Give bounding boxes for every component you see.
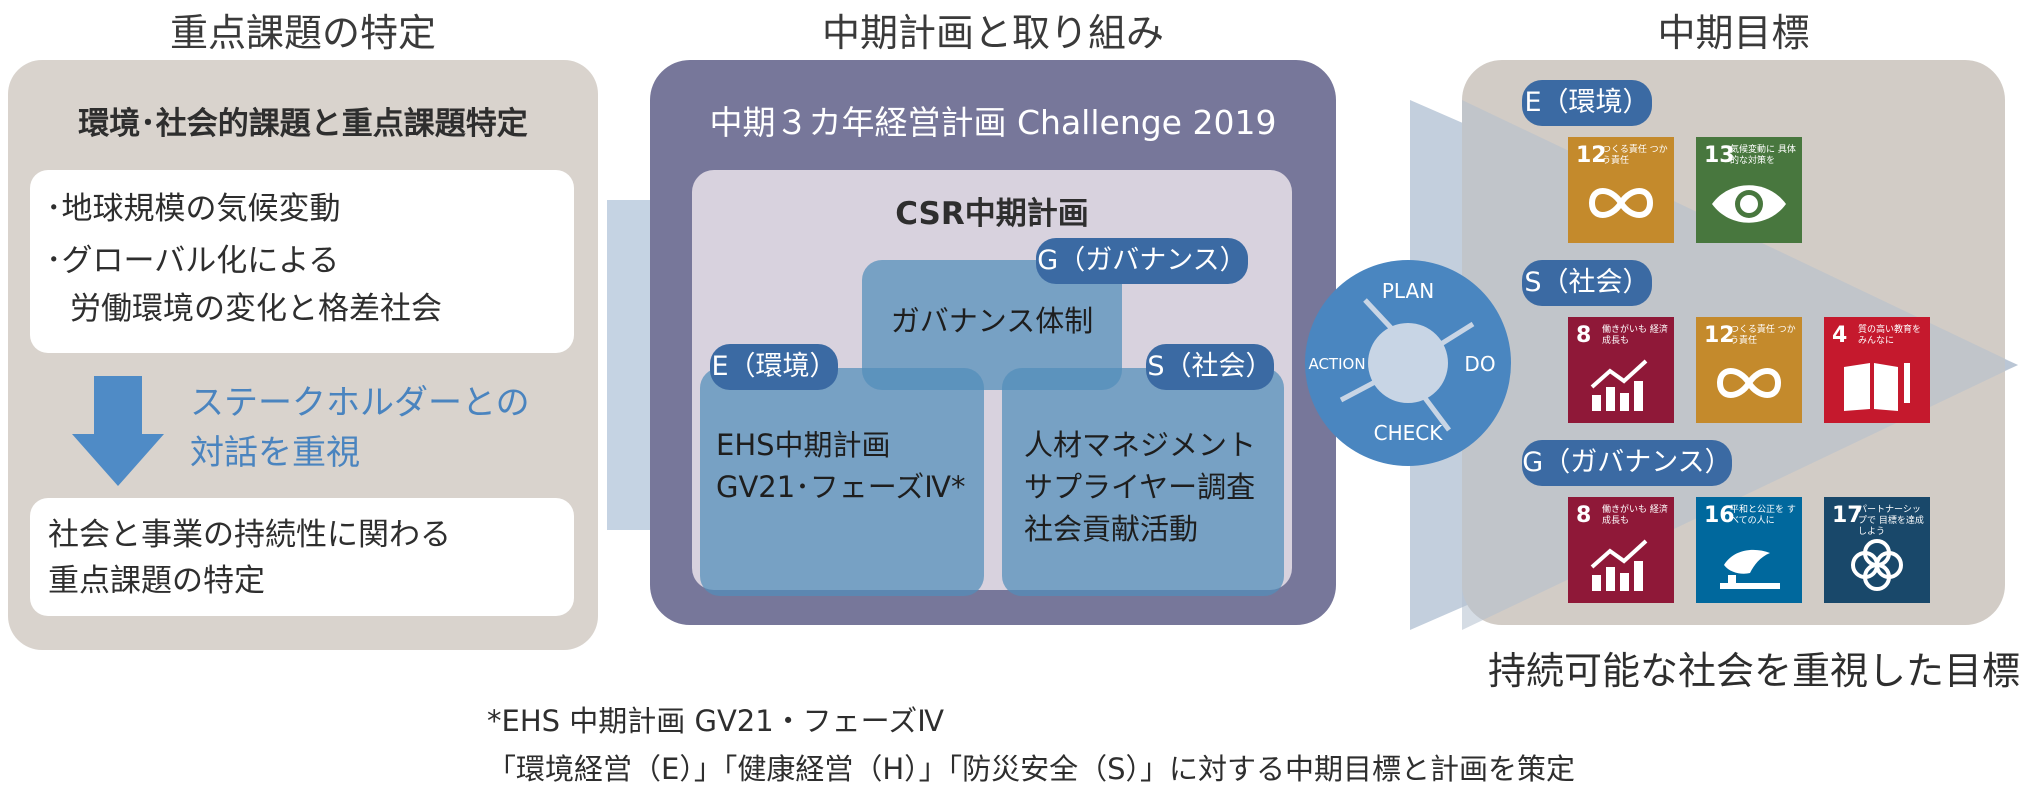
social-block bbox=[1002, 368, 1284, 596]
environment-label: E（環境） bbox=[710, 344, 838, 390]
sdg-caption: つくる責任 つかう責任 bbox=[1730, 325, 1796, 346]
pdca-cycle-icon: PLAN DO CHECK ACTION bbox=[1305, 260, 1511, 466]
title-left: 重点課題の特定 bbox=[169, 11, 436, 55]
sdg-number: 12 bbox=[1704, 323, 1735, 348]
footnote-line-1: *EHS 中期計画 GV21・フェーズⅣ bbox=[487, 704, 944, 738]
sdg-13-tile: 13 気候変動に 具体的な対策を bbox=[1696, 137, 1802, 243]
dove-gavel-icon bbox=[1720, 549, 1780, 589]
environment-line-2: GV21･フェーズⅣ* bbox=[716, 470, 966, 504]
sdg-12-tile: 12 つくる責任 つかう責任 bbox=[1568, 137, 1674, 243]
growth-chart-icon bbox=[1590, 359, 1648, 411]
sdg-4-tile: 4 質の高い教育を みんなに bbox=[1824, 317, 1930, 423]
sdg-number: 8 bbox=[1576, 503, 1592, 528]
issues-box bbox=[30, 170, 574, 353]
governance-text: ガバナンス体制 bbox=[890, 304, 1094, 338]
environment-block bbox=[700, 368, 984, 596]
environment-line-1: EHS中期計画 bbox=[716, 428, 891, 462]
pdca-check: CHECK bbox=[1374, 421, 1444, 445]
sdg-caption: 質の高い教育を みんなに bbox=[1858, 325, 1922, 346]
growth-chart-icon bbox=[1590, 539, 1648, 591]
plan-title: 中期３カ年経営計画 Challenge 2019 bbox=[709, 103, 1277, 142]
sdg-number: 8 bbox=[1576, 323, 1592, 348]
title-middle: 中期計画と取り組み bbox=[821, 11, 1164, 55]
csr-title: CSR中期計画 bbox=[895, 196, 1089, 232]
sdg-number: 4 bbox=[1832, 323, 1848, 348]
sdg-caption: 働きがいも 経済成長も bbox=[1602, 505, 1668, 526]
sdg-caption: 気候変動に 具体的な対策を bbox=[1730, 145, 1796, 166]
result-line-2: 重点課題の特定 bbox=[48, 563, 265, 599]
issue-labor: 労働環境の変化と格差社会 bbox=[70, 291, 442, 327]
infinity-icon bbox=[1716, 368, 1782, 398]
social-line-2: サプライヤー調査 bbox=[1024, 470, 1256, 504]
sdg-caption: 平和と公正を すべての人に bbox=[1730, 505, 1796, 526]
title-right: 中期目標 bbox=[1657, 11, 1810, 55]
result-box bbox=[30, 498, 574, 616]
sdg-17-tile: 17 パートナーシップで 目標を達成しよう bbox=[1824, 497, 1930, 603]
goal-environment-label: E（環境） bbox=[1522, 80, 1652, 126]
pdca-plan: PLAN bbox=[1382, 279, 1434, 303]
rings-icon bbox=[1851, 539, 1903, 591]
social-label: S（社会） bbox=[1146, 344, 1274, 390]
sdg-caption: パートナーシップで 目標を達成しよう bbox=[1858, 505, 1924, 537]
dialogue-line-2: 対話を重視 bbox=[190, 433, 360, 473]
sdg-number: 16 bbox=[1704, 503, 1735, 528]
goal-governance-label: G（ガバナンス） bbox=[1522, 440, 1732, 486]
down-arrow-icon bbox=[72, 376, 164, 486]
issue-globalization: ･グローバル化による bbox=[46, 243, 340, 279]
goal-caption: 持続可能な社会を重視した目標 bbox=[1487, 649, 2020, 693]
result-line-1: 社会と事業の持続性に関わる bbox=[48, 517, 451, 553]
sdg-12-tile: 12 つくる責任 つかう責任 bbox=[1696, 317, 1802, 423]
sdg-number: 12 bbox=[1576, 143, 1607, 168]
dialogue-line-1: ステークホルダーとの bbox=[190, 383, 530, 423]
goal-social-label: S（社会） bbox=[1522, 260, 1652, 306]
book-pencil-icon bbox=[1844, 363, 1910, 411]
pdca-do: DO bbox=[1464, 352, 1495, 376]
left-panel-heading: 環境･社会的課題と重点課題特定 bbox=[78, 106, 528, 142]
pdca-action: ACTION bbox=[1308, 355, 1365, 373]
social-line-1: 人材マネジメント bbox=[1024, 428, 1257, 462]
sdg-16-tile: 16 平和と公正を すべての人に bbox=[1696, 497, 1802, 603]
sdg-number: 17 bbox=[1832, 503, 1863, 528]
sdg-caption: 働きがいも 経済成長も bbox=[1602, 325, 1668, 346]
footnote-line-2: 「環境経営（E）」「健康経営（H）」「防災安全（S）」に対する中期目標と計画を策… bbox=[487, 752, 1576, 786]
issue-climate: ･地球規模の気候変動 bbox=[46, 191, 341, 227]
infinity-icon bbox=[1588, 188, 1654, 218]
governance-label: G（ガバナンス） bbox=[1036, 238, 1248, 284]
sdg-8-tile: 8 働きがいも 経済成長も bbox=[1568, 317, 1674, 423]
sdg-8-tile: 8 働きがいも 経済成長も bbox=[1568, 497, 1674, 603]
eye-globe-icon bbox=[1712, 185, 1786, 223]
sdg-number: 13 bbox=[1704, 143, 1735, 168]
sdg-caption: つくる責任 つかう責任 bbox=[1602, 145, 1668, 166]
social-line-3: 社会貢献活動 bbox=[1024, 512, 1199, 546]
